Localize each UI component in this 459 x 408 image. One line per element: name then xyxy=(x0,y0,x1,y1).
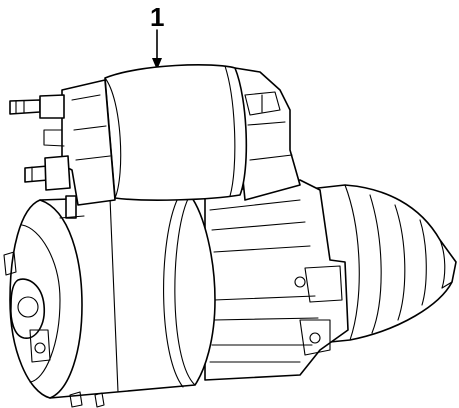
drive-end-bracket xyxy=(204,179,349,381)
callout-number: 1 xyxy=(150,2,165,32)
end-cap xyxy=(3,199,105,408)
callout-arrow xyxy=(152,29,162,70)
solenoid xyxy=(43,64,248,206)
terminal-studs xyxy=(9,94,85,219)
